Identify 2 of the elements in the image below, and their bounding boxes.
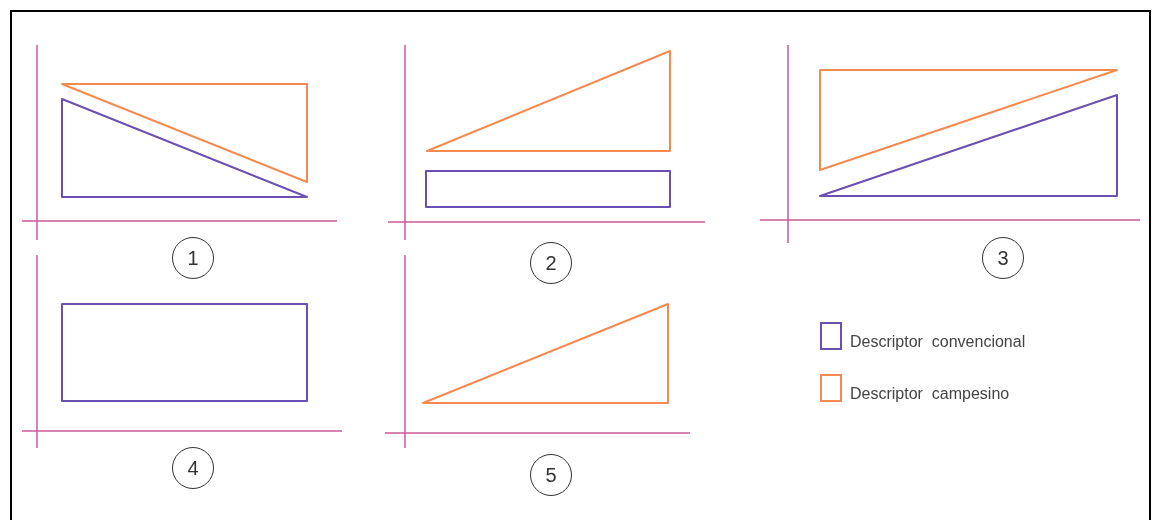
legend-label: Descriptor convencional xyxy=(850,334,1026,350)
legend-label: Descriptor campesino xyxy=(850,386,1010,402)
